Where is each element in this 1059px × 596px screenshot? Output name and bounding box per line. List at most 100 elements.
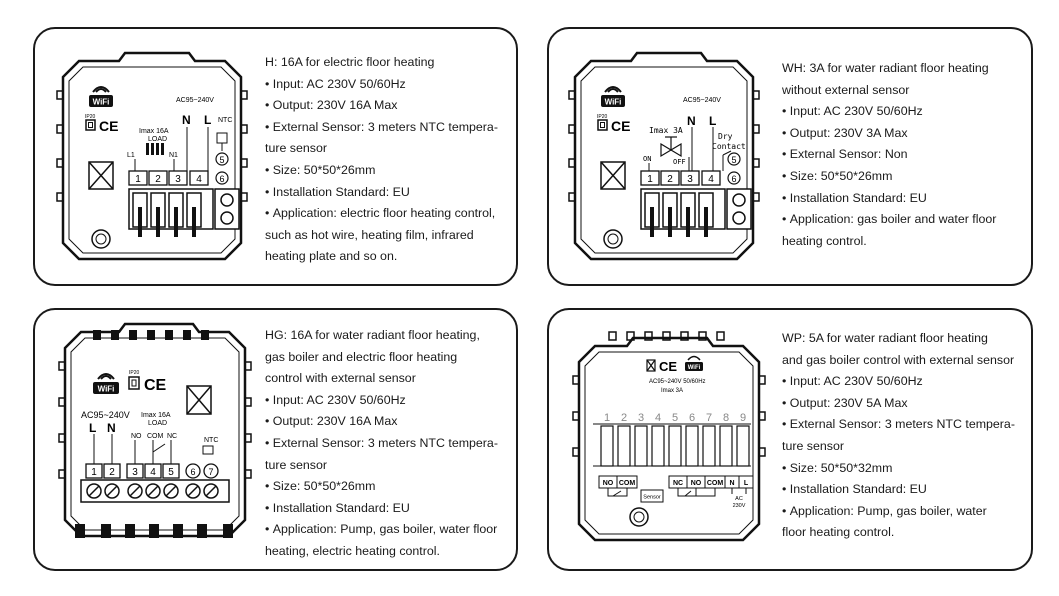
wh-spec-line: Input: AC 230V 50/60Hz [782,101,996,123]
h-spec-line: heating plate and so on. [265,249,398,264]
svg-text:COM: COM [619,480,636,487]
wifi-icon [89,95,113,107]
svg-text:NC: NC [673,480,683,487]
h-spec-line: ture sensor [265,141,327,156]
weee-bin-icon [88,161,114,190]
svg-text:3: 3 [638,412,644,424]
h-spec-line: Application: electric floor heating cont… [265,203,498,225]
valve-icon [660,136,682,158]
wifi-icon [601,95,625,107]
svg-text:3: 3 [175,174,181,185]
svg-text:ON: ON [643,155,651,163]
hg-spec-line: heating, electric heating control. [265,543,440,558]
svg-text:N: N [687,114,696,128]
wh-spec-line: External Sensor: Non [782,144,996,166]
svg-text:WiFi: WiFi [98,385,115,394]
svg-text:4: 4 [708,174,714,185]
svg-text:Imax 3A: Imax 3A [649,126,683,135]
h-spec-title: H: 16A for electric floor heating [265,55,435,69]
hg-spec-line: External Sensor: 3 meters NTC tempera- [265,433,498,455]
hg-spec-line: control with external sensor [265,371,416,386]
svg-text:AC95~240V 50/60Hz: AC95~240V 50/60Hz [649,379,706,385]
svg-text:230V: 230V [733,503,746,509]
svg-text:3: 3 [687,174,693,185]
svg-text:AC95~240V: AC95~240V [683,97,721,104]
screw-terminals [86,483,219,499]
svg-text:LOAD: LOAD [148,136,167,143]
svg-text:IP20: IP20 [597,114,608,120]
svg-text:8: 8 [723,412,729,424]
wifi-icon [685,362,703,371]
svg-text:L: L [204,113,211,127]
wp-spec-line: Size: 50*50*32mm [782,458,1015,480]
h-wifi-label: WiFi [93,98,110,107]
h-spec-line: Output: 230V 16A Max [265,95,498,117]
svg-text:6: 6 [731,174,736,184]
ce-mark: CE [99,118,118,134]
wp-spec-line: ture sensor [782,438,844,453]
svg-text:NO: NO [131,433,142,440]
ce-mark: CE [611,118,630,134]
wh-spec-line: without external sensor [782,82,910,97]
wh-spec-line: Size: 50*50*26mm [782,166,996,188]
svg-text:NC: NC [167,433,177,440]
svg-text:1: 1 [647,174,653,185]
hg-spec-title: HG: 16A for water radiant floor heating, [265,328,480,342]
svg-text:9: 9 [740,412,746,424]
wp-spec-line: Installation Standard: EU [782,479,1015,501]
wh-spec-title: WH: 3A for water radiant floor heating [782,61,989,75]
svg-text:L: L [709,114,716,128]
svg-text:4: 4 [196,174,202,185]
svg-text:7: 7 [706,412,712,424]
svg-text:L: L [744,480,749,487]
wp-spec-line: Output: 230V 5A Max [782,393,1015,415]
weee-bin-icon [186,385,212,415]
svg-text:OFF: OFF [673,158,686,166]
svg-text:1: 1 [91,467,97,478]
svg-text:1: 1 [604,412,610,424]
wh-wiring-diagram: WiFi IP20 CE AC95~240V N L Imax 3A Dry C… [568,51,760,261]
card-h: WiFi IP20 CE AC95~240V N L NTC Imax 16A … [33,27,518,286]
svg-text:COM: COM [707,480,724,487]
h-spec-line: External Sensor: 3 meters NTC tempera- [265,117,498,139]
wh-spec-line: heating control. [782,233,867,248]
svg-text:N: N [107,421,116,435]
hg-spec-line: Input: AC 230V 50/60Hz [265,390,498,412]
svg-text:4: 4 [655,412,661,424]
svg-text:NO: NO [691,480,702,487]
hg-spec-line: Size: 50*50*26mm [265,476,498,498]
svg-text:3: 3 [132,467,138,478]
svg-text:NO: NO [603,480,614,487]
svg-text:LOAD: LOAD [148,420,167,427]
svg-text:Imax 16A: Imax 16A [141,412,171,419]
svg-text:5: 5 [168,467,174,478]
svg-text:2: 2 [155,174,161,185]
svg-text:WiFi: WiFi [688,365,701,371]
svg-text:COM: COM [147,433,164,440]
h-spec-line: Input: AC 230V 50/60Hz [265,74,498,96]
wp-spec-line: External Sensor: 3 meters NTC tempera- [782,414,1015,436]
h-spec-line: such as hot wire, heating film, infrared [265,227,474,242]
svg-text:4: 4 [150,467,156,478]
hg-spec-list: HG: 16A for water radiant floor heating,… [265,325,498,563]
wifi-icon [93,382,119,394]
svg-text:IP20: IP20 [85,114,96,120]
svg-text:5: 5 [672,412,678,424]
ip20-icon [128,376,140,390]
wp-spec-title: WP: 5A for water radiant floor heating [782,331,988,345]
hg-spec-line: gas boiler and electric floor heating [265,349,458,364]
svg-text:NTC: NTC [204,437,218,444]
wp-spec-list: WP: 5A for water radiant floor heating a… [782,328,1015,544]
h-wiring-diagram: WiFi IP20 CE AC95~240V N L NTC Imax 16A … [56,51,248,261]
weee-bin-icon [646,359,656,372]
wh-spec-list: WH: 3A for water radiant floor heating w… [782,58,996,252]
svg-text:L: L [89,421,96,435]
hg-spec-line: Output: 230V 16A Max [265,411,498,433]
svg-text:WiFi: WiFi [605,98,622,107]
svg-text:Dry: Dry [718,132,733,141]
wp-spec-line: Application: Pump, gas boiler, water [782,501,1015,523]
svg-text:2: 2 [109,467,115,478]
svg-text:6: 6 [190,467,195,477]
card-wh: WiFi IP20 CE AC95~240V N L Imax 3A Dry C… [547,27,1033,286]
wp-spec-line: and gas boiler control with external sen… [782,352,1015,367]
